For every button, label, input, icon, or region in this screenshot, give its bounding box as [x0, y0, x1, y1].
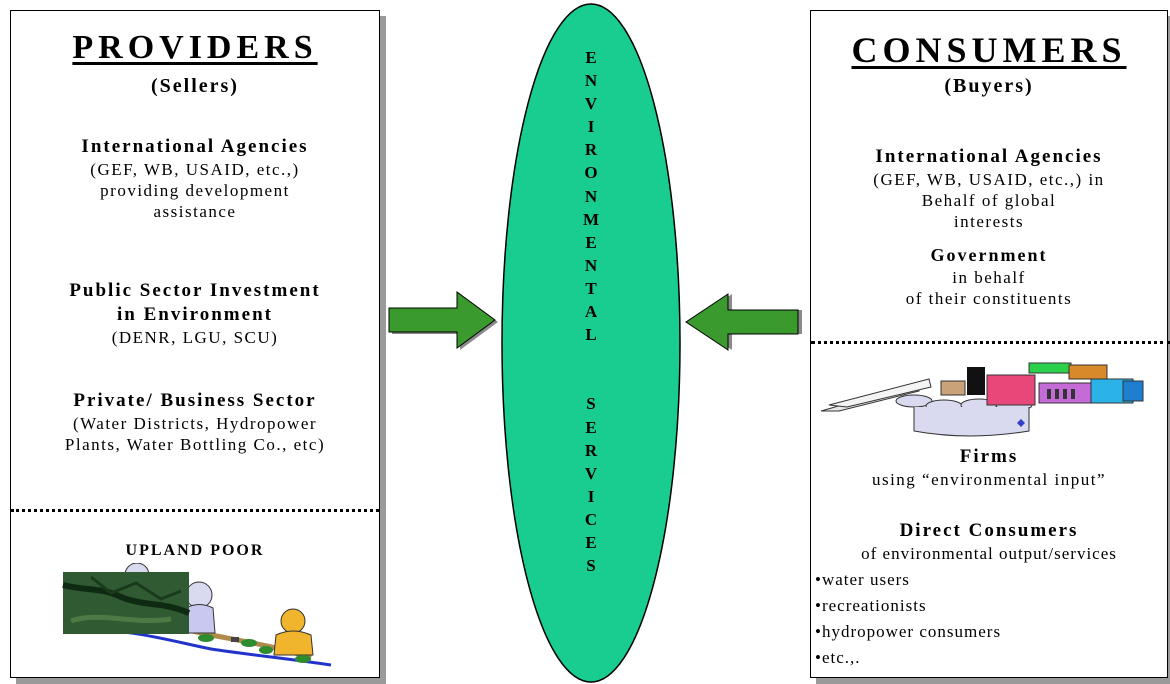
consumers-intl-line: Behalf of global [921, 191, 1057, 210]
ellipse-shape [501, 3, 681, 683]
ellipse-letter: S [586, 394, 596, 414]
ellipse-letter: E [585, 417, 597, 437]
ellipse-letter: S [586, 556, 596, 576]
providers-divider [11, 509, 379, 512]
consumers-intl-head: International Agencies [875, 146, 1103, 167]
providers-intl-line: assistance [153, 202, 237, 221]
providers-public-head: in Environment [117, 304, 273, 325]
consumers-divider [811, 341, 1170, 344]
consumers-gov-line: of their constituents [905, 289, 1073, 308]
providers-private-sector: Private/ Business Sector (Water District… [11, 389, 379, 455]
firms-illustration [820, 362, 1144, 437]
providers-subtitle: (Sellers) [151, 75, 239, 97]
ellipse-letter: E [585, 232, 597, 252]
ellipse-letter: C [584, 509, 598, 529]
consumers-intl-agencies: International Agencies (GEF, WB, USAID, … [811, 145, 1167, 232]
providers-intl-head: International Agencies [81, 136, 309, 157]
ellipse-letter: N [584, 255, 598, 275]
consumers-government: Government in behalf of their constituen… [811, 243, 1167, 309]
providers-title: PROVIDERS [72, 29, 318, 66]
consumers-direct: Direct Consumers of environmental output… [811, 519, 1167, 564]
consumers-firms-line: using “environmental input” [871, 470, 1107, 489]
consumers-bullet-list: water users recreationists hydropower co… [815, 567, 1001, 671]
upland-poor-illustration [62, 563, 332, 667]
ellipse-letter: V [584, 463, 598, 483]
ellipse-letter: O [584, 163, 598, 183]
ellipse-letter: R [584, 440, 598, 460]
providers-intl-line: (GEF, WB, USAID, etc.,) [90, 160, 300, 179]
right-arrow [388, 291, 498, 350]
consumers-gov-head: Government [930, 245, 1048, 265]
consumers-subtitle: (Buyers) [944, 75, 1034, 97]
consumers-direct-head: Direct Consumers [899, 520, 1079, 541]
providers-public-line: (DENR, LGU, SCU) [111, 328, 279, 347]
list-item: etc.,. [815, 645, 1001, 671]
ellipse-letter-gap [500, 346, 682, 369]
providers-upland-block: UPLAND POOR [11, 539, 379, 563]
consumers-direct-line: of environmental output/services [861, 544, 1117, 563]
consumers-gov-line: in behalf [952, 268, 1026, 287]
consumers-intl-line: (GEF, WB, USAID, etc.,) in [873, 170, 1105, 189]
ellipse-letter: I [587, 117, 595, 137]
ellipse-letter: I [587, 486, 595, 506]
consumers-firms-head: Firms [959, 446, 1019, 467]
providers-private-head: Private/ Business Sector [73, 390, 317, 411]
ellipse-letter: T [585, 278, 597, 298]
ellipse-letter: A [584, 302, 598, 322]
environmental-services-label: E N V I R O N M E N T A L S E R V I C E … [500, 46, 682, 577]
consumers-firms: Firms using “environmental input” [811, 445, 1167, 490]
ellipse-letter: N [584, 186, 598, 206]
providers-public-head: Public Sector Investment [69, 280, 321, 301]
providers-public-sector: Public Sector Investment in Environment … [11, 279, 379, 348]
ellipse-letter: E [585, 48, 597, 67]
ellipse-letter: N [584, 71, 598, 91]
providers-private-line: (Water Districts, Hydropower [72, 414, 318, 433]
ellipse-letter: E [585, 532, 597, 552]
ellipse-letter-gap [500, 369, 682, 392]
list-item: recreationists [815, 593, 1001, 619]
consumers-intl-line: interests [953, 212, 1025, 231]
left-arrow [685, 293, 802, 351]
providers-intl-line: providing development [100, 181, 290, 200]
ellipse-letter: M [582, 209, 600, 229]
ellipse-letter: V [584, 94, 598, 114]
environmental-services-ellipse: E N V I R O N M E N T A L S E R V I C E … [500, 2, 682, 684]
consumers-panel: CONSUMERS (Buyers) International Agencie… [810, 10, 1170, 678]
providers-panel: PROVIDERS (Sellers) International Agenci… [10, 10, 380, 678]
providers-upland-label: UPLAND POOR [125, 542, 265, 559]
providers-private-line: Plants, Water Bottling Co., etc) [64, 435, 326, 454]
consumers-title: CONSUMERS [851, 30, 1127, 70]
ellipse-letter: R [584, 140, 598, 160]
list-item: water users [815, 567, 1001, 593]
ellipse-letter: L [585, 325, 597, 345]
list-item: hydropower consumers [815, 619, 1001, 645]
providers-intl-agencies: International Agencies (GEF, WB, USAID, … [11, 135, 379, 222]
